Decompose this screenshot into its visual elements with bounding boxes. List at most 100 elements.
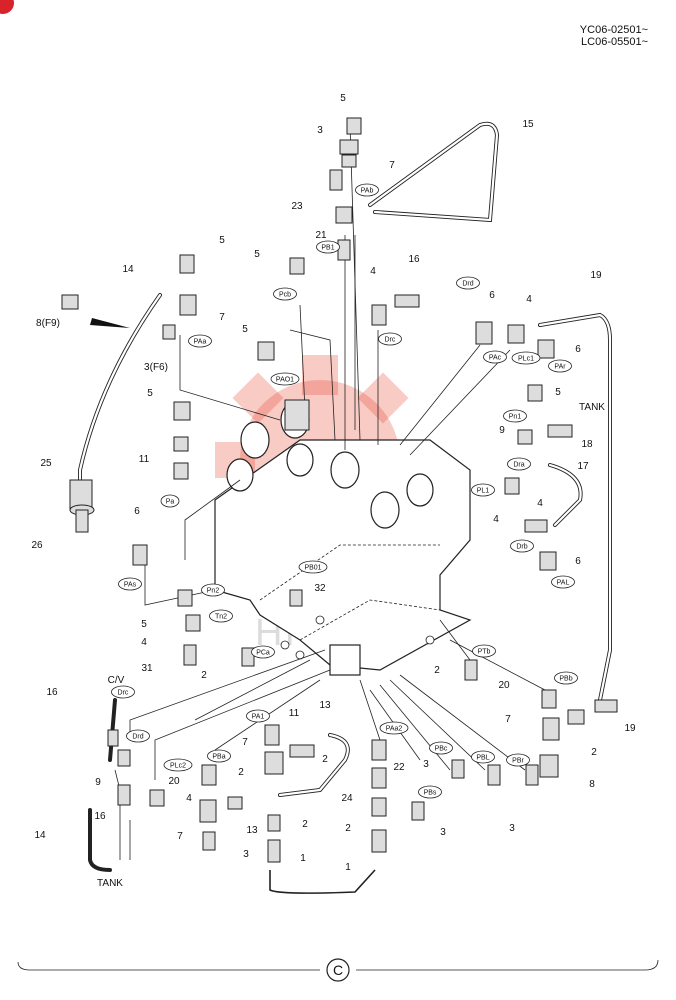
svg-text:PAs: PAs [124,582,137,589]
port-tag-pb1: PB1 [316,240,340,254]
callout-c3a: 3 [317,125,323,136]
callout-c4a: 4 [370,266,376,277]
svg-text:PBL: PBL [476,755,489,762]
svg-text:PAc: PAc [489,355,502,362]
section-mark: C [333,962,343,978]
svg-text:Drd: Drd [132,734,143,741]
svg-text:Pn2: Pn2 [207,588,220,595]
svg-text:Dra: Dra [513,462,524,469]
callout-c19a: 19 [590,270,602,281]
callout-c18: 18 [581,439,593,450]
callout-c9b: 9 [95,777,101,788]
callout-c1a: 1 [300,853,306,864]
callout-c4f: 4 [186,793,192,804]
callout-c7b: 7 [219,312,225,323]
callout-c5d: 5 [242,324,248,335]
callout-c3e: 3 [243,849,249,860]
callout-c2f: 2 [302,819,308,830]
port-tag-dra: Dra [507,457,531,471]
svg-text:PLc2: PLc2 [170,763,186,770]
port-tag-tn2: Tn2 [209,609,233,623]
svg-text:Pn1: Pn1 [509,414,522,421]
callout-c26: 26 [31,540,43,551]
port-tag-paa: PAa [188,334,212,348]
callout-c3f6: 3(F6) [144,362,168,373]
callout-c31: 31 [141,663,153,674]
svg-text:PAb: PAb [361,188,374,195]
port-tag-par: PAr [548,359,572,373]
svg-text:PB01: PB01 [304,565,321,572]
callout-c16a: 16 [408,254,420,265]
callout-c17: 17 [577,461,589,472]
svg-text:PAa2: PAa2 [386,726,403,733]
svg-text:PB1: PB1 [321,245,334,252]
callout-c8f9: 8(F9) [36,318,60,329]
callout-c19b: 19 [624,723,636,734]
callout-c9a: 9 [499,425,505,436]
svg-text:PA1: PA1 [252,714,265,721]
callout-c13a: 13 [319,700,331,711]
callout-c6b: 6 [575,344,581,355]
svg-text:PBr: PBr [512,758,524,765]
callout-c23: 23 [291,201,303,212]
svg-text:PBa: PBa [212,754,225,761]
serial-range-lc: LC06-05501~ [581,36,648,48]
port-tag-pa1: PA1 [246,709,270,723]
svg-text:PLc1: PLc1 [518,356,534,363]
port-tag-pao1: PAO1 [270,372,300,386]
callout-c2c: 2 [591,747,597,758]
callout-c24: 24 [341,793,353,804]
port-tag-paa2: PAa2 [379,721,409,735]
callout-c3d: 3 [509,823,515,834]
port-tag-drd1: Drd [456,276,480,290]
port-tag-plc1: PLc1 [511,351,541,365]
port-tag-pn1: Pn1 [503,409,527,423]
callout-c2d: 2 [322,754,328,765]
callout-ccv: C/V [108,675,125,686]
callout-c13b: 13 [246,825,258,836]
callout-c4d: 4 [493,514,499,525]
callout-c2a: 2 [201,670,207,681]
port-tag-pcb: Pcb [273,287,297,301]
callout-c5a: 5 [340,93,346,104]
port-tag-pl1: PL1 [471,483,495,497]
port-tag-pbb: PBb [554,671,578,685]
port-tag-pas: PAs [118,577,142,591]
svg-text:PAa: PAa [194,339,207,346]
svg-text:Pa: Pa [166,499,175,506]
callout-c32: 32 [314,583,326,594]
port-tag-pab: PAb [355,183,379,197]
callout-c5e: 5 [147,388,153,399]
svg-text:PAL: PAL [557,580,570,587]
svg-text:PBc: PBc [435,746,448,753]
port-tag-pbs: PBs [418,785,442,799]
callout-c11a: 11 [139,454,150,465]
callout-c3c: 3 [440,827,446,838]
port-tag-pbr: PBr [506,753,530,767]
callout-ctank1: TANK [579,402,605,413]
callout-c7d: 7 [242,737,248,748]
port-tag-pba: PBa [207,749,231,763]
port-tag-pa: Pa [160,494,180,508]
callout-c11b: 11 [289,708,300,719]
port-tag-drb: Drb [510,539,534,553]
callout-c2e: 2 [238,767,244,778]
callout-c5c: 5 [219,235,225,246]
fittings [61,117,618,863]
svg-text:Drc: Drc [118,690,129,697]
port-tag-ptb: PTb [472,644,496,658]
callout-c4c: 4 [537,498,543,509]
callout-ctank2: TANK [97,878,123,889]
port-tag-pb01: PB01 [298,560,328,574]
callout-c21: 21 [315,230,327,241]
callout-c4e: 4 [141,637,147,648]
port-tag-pca: PCa [251,645,275,659]
callout-c2b: 2 [434,665,440,676]
svg-text:PAO1: PAO1 [276,377,294,384]
svg-text:PL1: PL1 [477,488,490,495]
callout-c15: 15 [522,119,534,130]
section-divider: C [17,958,659,982]
callout-c6c: 6 [134,506,140,517]
svg-text:Pcb: Pcb [279,292,291,299]
